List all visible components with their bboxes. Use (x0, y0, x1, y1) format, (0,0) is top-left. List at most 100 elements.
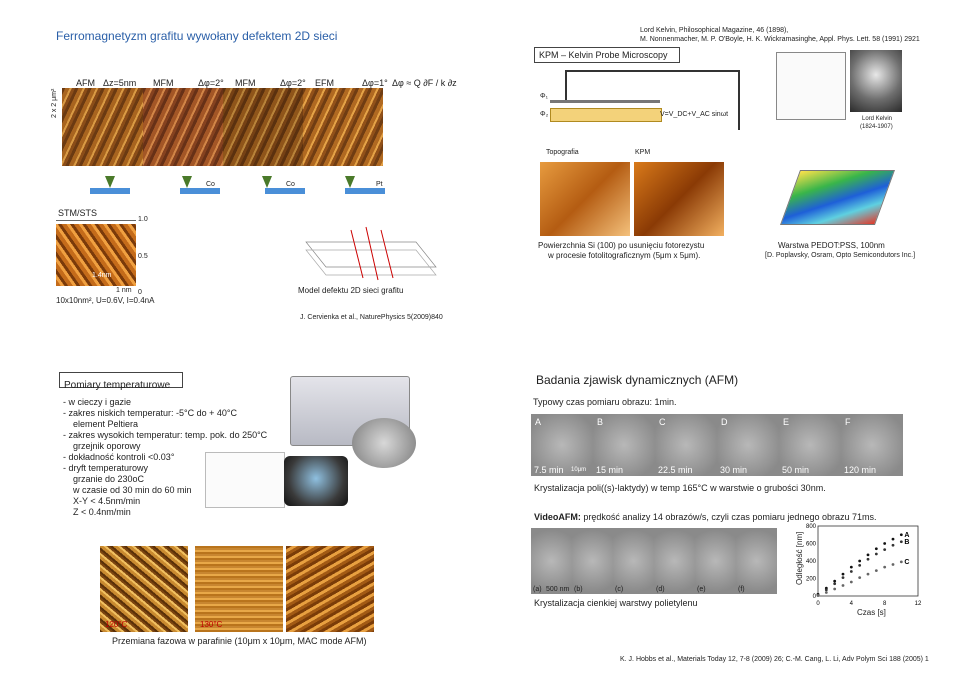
model-caption: Model defektu 2D sieci grafitu (298, 286, 404, 295)
side-label: 2 x 2 μm² (51, 88, 58, 118)
data-point-b (824, 588, 828, 592)
scan-label-2: MFM (153, 78, 174, 88)
frame-c (655, 414, 717, 476)
temp-list: - w cieczy i gazie - zakres niskich temp… (63, 397, 293, 518)
x-tick-label: 12 (915, 601, 922, 607)
video-frame-c (613, 528, 654, 594)
scan-time: Typowy czas pomiaru obrazu: 1min. (533, 397, 677, 407)
scan-label-3: Δφ=2° (198, 78, 224, 88)
small-label-f: (f) (738, 586, 745, 593)
topografia-label: Topografia (546, 149, 579, 156)
voltage-label: V=V_DC+V_AC sinωt (660, 111, 729, 118)
data-point-c (833, 587, 837, 591)
x-tick-label: 0 (816, 601, 820, 607)
chart-ylabel: Odległość [nm] (795, 531, 804, 585)
frame-d (717, 414, 779, 476)
nature-cite: J. Cervienka et al., NaturePhysics 5(200… (300, 314, 443, 321)
data-point-b (849, 570, 853, 573)
videoafm-rest: prędkość analizy 14 obrazów/s, czyli cza… (580, 512, 877, 522)
data-point-a (833, 579, 837, 583)
frame-letter-d: D (721, 417, 728, 427)
y-tick-label: 400 (806, 559, 817, 565)
data-point-b (866, 557, 870, 561)
data-point-c (849, 580, 853, 584)
small-label-e: (e) (697, 586, 706, 593)
temp-line: element Peltiera (73, 419, 139, 429)
data-point-c (824, 591, 828, 594)
mfm-image-2 (223, 88, 303, 166)
cryst-caption: Krystalizacja poli((s)-laktydy) w temp 1… (534, 483, 826, 493)
slide1-title: Ferromagnetyzm grafitu wywołany defektem… (56, 29, 338, 43)
slide3-ref: K. J. Hobbs et al., Materials Today 12, … (620, 656, 929, 663)
chart-frame (817, 525, 919, 597)
frame-letter-e: E (783, 417, 790, 427)
series-label-c: C (904, 559, 909, 566)
frame-f (841, 414, 903, 476)
video-frame-e (695, 528, 736, 594)
kelvin-apparatus-sketch (776, 52, 846, 120)
paraffin-image-1 (100, 546, 188, 632)
heating-stage (352, 418, 416, 468)
data-point-b (833, 582, 837, 586)
temp-line: - zakres wysokich temperatur: temp. pok.… (63, 430, 268, 440)
data-point-a (858, 559, 862, 563)
small-label-c: (c) (615, 586, 624, 593)
frame-time-d: 30 min (720, 465, 748, 475)
y-tick-label: 0 (813, 594, 817, 600)
data-point-b (899, 540, 903, 544)
temp-label-130: 130°C (200, 620, 223, 629)
kelvin-caption-2: (1824-1907) (860, 124, 893, 130)
data-point-c (866, 572, 870, 576)
kpm-title-box: KPM – Kelvin Probe Microscopy (534, 47, 680, 63)
tip-label-pt: Pt (376, 181, 383, 188)
kelvin-portrait (850, 50, 902, 112)
temp-header: Pomiary temperaturowe (64, 380, 171, 391)
data-point-b (858, 563, 862, 567)
stm-scale-05: 0.5 (138, 253, 148, 260)
pedot-caption-1: Warstwa PEDOT:PSS, 100nm (778, 241, 885, 250)
temp-line: w czasie od 30 min do 60 min (73, 485, 192, 495)
frame-letter-a: A (535, 417, 542, 427)
scale-10um: 10μm (571, 467, 587, 473)
temp-line: grzejnik oporowy (73, 441, 141, 451)
data-point-a (849, 565, 853, 569)
scan-label-7: Δφ=1° (362, 78, 388, 88)
frame-time-f: 120 min (844, 465, 877, 475)
series-label-a: A (904, 532, 909, 539)
temp-label-120: 120°C (105, 620, 128, 629)
refs-line1: Lord Kelvin, Philosophical Magazine, 46 … (640, 27, 789, 34)
data-point-a (883, 542, 887, 545)
y-tick-label: 600 (806, 542, 817, 548)
efm-image (303, 88, 383, 166)
data-point-b (841, 576, 845, 580)
small-label-a: (a) (533, 586, 542, 593)
temp-header-box: Pomiary temperaturowe (59, 372, 183, 391)
y-tick-label: 800 (806, 524, 817, 530)
videoafm-line: VideoAFM: prędkość analizy 14 obrazów/s,… (534, 512, 877, 523)
afm-image (62, 88, 143, 166)
stm-params: 10x10nm², U=0.6V, I=0.4nA (56, 296, 155, 305)
stm-divider (56, 220, 136, 221)
topography-image (540, 162, 630, 236)
temp-line: - w cieczy i gazie (63, 397, 132, 407)
kpm-image (634, 162, 724, 236)
data-point-a (866, 553, 870, 557)
frame-letter-c: C (659, 417, 666, 427)
data-point-c (858, 576, 862, 580)
data-point-c (874, 569, 878, 573)
mfm-image-1 (143, 88, 223, 166)
scan-label-1: Δz=5nm (103, 78, 137, 88)
frame-time-a: 7.5 min (534, 465, 564, 475)
refs-line2: M. Nonnenmacher, M. P. O'Boyle, H. K. Wi… (640, 36, 920, 43)
tip-label-co-1: Co (206, 181, 215, 188)
y-tick-label: 200 (806, 577, 817, 583)
x-tick-label: 8 (883, 601, 887, 607)
scan-label-6: EFM (315, 78, 334, 88)
dyn-title: Badania zjawisk dynamicznych (AFM) (536, 373, 739, 387)
frame-b (593, 414, 655, 476)
frame-time-c: 22.5 min (658, 465, 693, 475)
kelvin-caption-1: Lord Kelvin (862, 116, 893, 122)
data-point-c (816, 594, 820, 597)
scan-label-0: AFM (76, 78, 95, 88)
video-frame-f (736, 528, 777, 594)
